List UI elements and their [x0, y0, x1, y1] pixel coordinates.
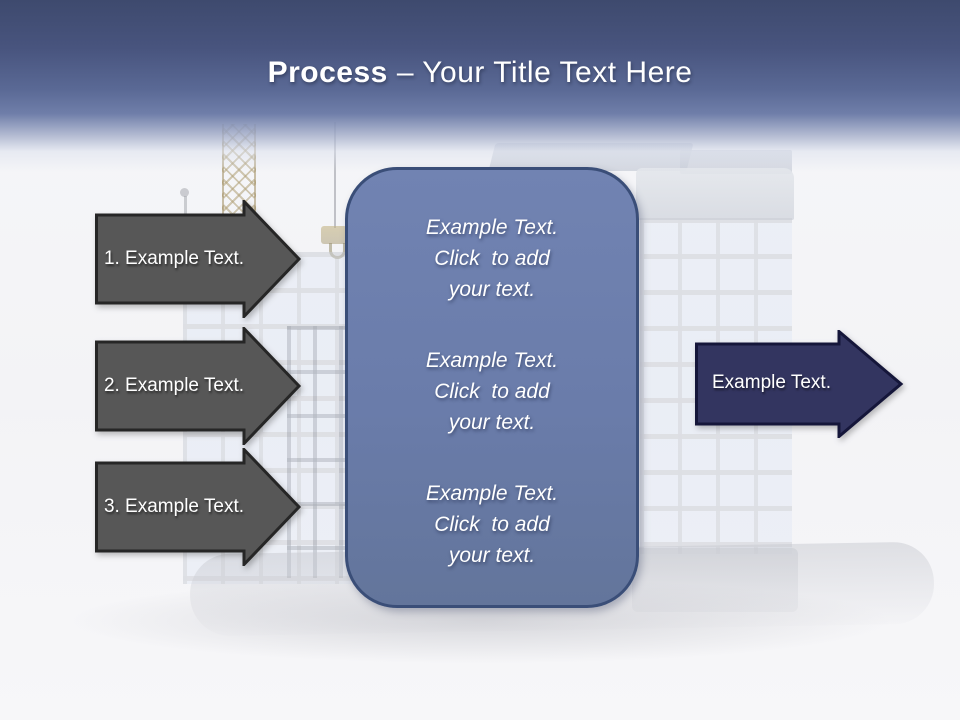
placeholder-line: Click to add	[434, 380, 550, 403]
crane-hook-icon	[329, 243, 346, 259]
result-arrow[interactable]: Example Text.	[695, 330, 904, 438]
arrow-shape-icon	[95, 327, 302, 445]
placeholder-line: your text.	[448, 278, 536, 301]
crane-mast-top	[180, 188, 189, 197]
process-step-label: 3. Example Text.	[103, 495, 245, 517]
process-step-label: 1. Example Text.	[103, 247, 245, 269]
placeholder-line: Example Text.	[425, 216, 559, 239]
placeholder-line: your text.	[448, 411, 536, 434]
crane-hook-block	[321, 226, 347, 244]
arrow-shape-icon	[95, 200, 302, 318]
process-step-arrow-3[interactable]: 3. Example Text.	[95, 448, 302, 566]
title-text: – Your Title Text Here	[396, 56, 693, 89]
placeholder-line: your text.	[448, 544, 536, 567]
placeholder-text-block-3[interactable]: Example Text. Click to add your text.	[366, 478, 618, 571]
placeholder-line: Click to add	[434, 247, 550, 270]
building-steel-frame	[287, 326, 351, 578]
placeholder-line: Example Text.	[425, 482, 559, 505]
crane-cable	[334, 122, 336, 228]
result-arrow-label: Example Text.	[712, 372, 831, 393]
placeholder-line: Example Text.	[425, 349, 559, 372]
process-step-arrow-2[interactable]: 2. Example Text.	[95, 327, 302, 445]
process-step-arrow-1[interactable]: 1. Example Text.	[95, 200, 302, 318]
process-step-label: 2. Example Text.	[103, 374, 245, 396]
arrow-shape-icon	[695, 330, 904, 438]
placeholder-line: Click to add	[434, 513, 550, 536]
placeholder-text-block-2[interactable]: Example Text. Click to add your text.	[366, 345, 618, 438]
title-keyword: Process	[267, 56, 388, 89]
placeholder-text-block-1[interactable]: Example Text. Click to add your text.	[366, 212, 618, 305]
building-right-parapet	[636, 168, 794, 220]
content-panel[interactable]: Example Text. Click to add your text. Ex…	[345, 167, 639, 608]
header-band	[0, 0, 960, 172]
arrow-shape-icon	[95, 448, 302, 566]
page-title: Process– Your Title Text Here	[0, 56, 960, 90]
